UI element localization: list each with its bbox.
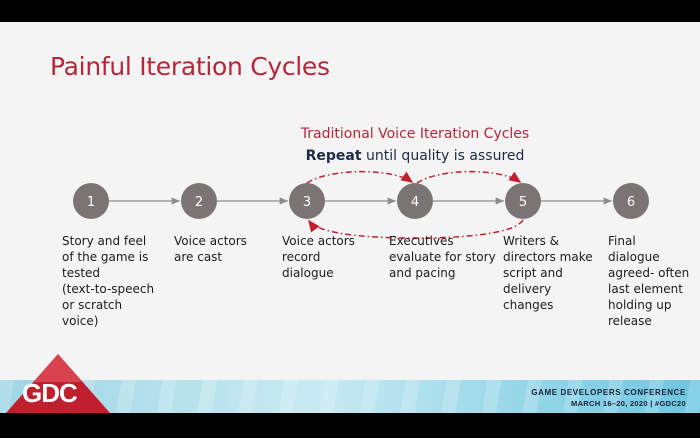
- flow-diagram: 1 2 3 4 5 6: [73, 170, 649, 239]
- step-circle: [73, 183, 109, 219]
- step-number: 6: [627, 195, 635, 210]
- loop-arrow-4-to-5: [416, 170, 522, 184]
- step-number: 4: [411, 195, 419, 210]
- repeat-bold-word: Repeat: [305, 148, 362, 164]
- step-circle: [181, 183, 217, 219]
- gdc-logo-text: GDC: [22, 378, 78, 408]
- step-circle: [613, 183, 649, 219]
- step-node-1: 1: [73, 183, 109, 219]
- step-circle: [397, 183, 433, 219]
- loop-arrow-5-back-to-3: [308, 219, 524, 239]
- conference-dates: MARCH 16–20, 2020 | #GDC20: [571, 399, 686, 408]
- step-number: 1: [87, 195, 95, 210]
- repeat-rest-text: until quality is assured: [361, 148, 525, 164]
- step-description-6: Final dialogue agreed- often last elemen…: [608, 234, 690, 328]
- step-circle: [289, 183, 325, 219]
- step-circle: [505, 183, 541, 219]
- step-description-3: Voice actors record dialogue: [282, 234, 355, 280]
- step-description-4: Executives evaluate for story and pacing: [389, 234, 496, 280]
- step-node-6: 6: [613, 183, 649, 219]
- gdc-logo-icon: [6, 354, 110, 413]
- loop-arrow-3-to-4: [306, 170, 414, 184]
- step-number: 3: [303, 195, 311, 210]
- step-description-1: Story and feel of the game is tested (te…: [62, 234, 155, 328]
- slide-title: Painful Iteration Cycles: [50, 52, 330, 81]
- conference-name: GAME DEVELOPERS CONFERENCE: [531, 388, 686, 397]
- step-node-5: 5: [505, 183, 541, 219]
- step-number: 5: [519, 195, 527, 210]
- footer-pattern: [0, 380, 700, 413]
- repeat-caption: Repeat until quality is assured: [0, 148, 700, 164]
- conference-footer: GAME DEVELOPERS CONFERENCE MARCH 16–20, …: [0, 380, 700, 413]
- step-node-4: 4: [397, 183, 433, 219]
- step-description-5: Writers & directors make script and deli…: [503, 234, 593, 312]
- step-description-2: Voice actors are cast: [174, 234, 247, 264]
- step-node-3: 3: [289, 183, 325, 219]
- diagram-subtitle: Traditional Voice Iteration Cycles: [300, 126, 530, 142]
- step-node-2: 2: [181, 183, 217, 219]
- step-number: 2: [195, 195, 203, 210]
- slide: Painful Iteration Cycles Traditional Voi…: [0, 22, 700, 413]
